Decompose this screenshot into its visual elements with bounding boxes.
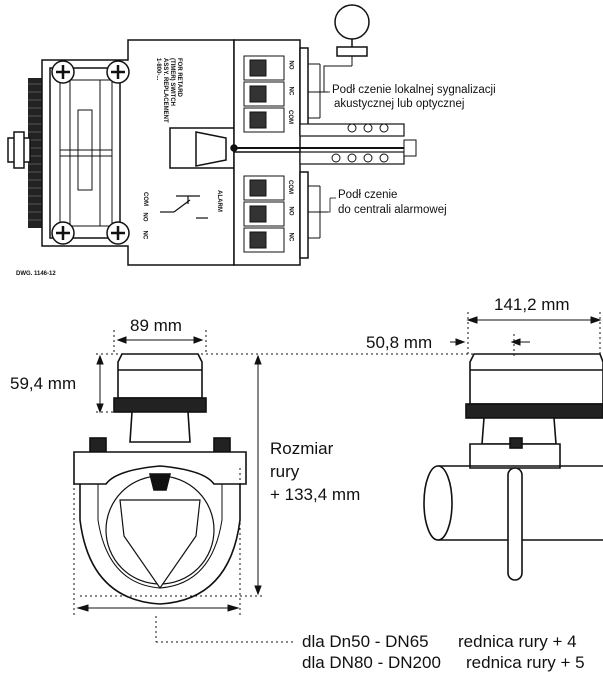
device-label-line4: 1-800-... [155, 58, 161, 81]
terminal-upper-0: NO [287, 60, 294, 70]
drawing-number: DWG. 1146-12 [16, 271, 56, 277]
terminal-lower-1: NO [287, 206, 294, 216]
device-label-line2: (TIMER) SWITCH [169, 58, 175, 106]
switch-symbol [160, 195, 208, 219]
front-dimension-lines [76, 336, 262, 612]
alarm-label: ALARM [215, 190, 222, 212]
switch-terminal-nc: NC [141, 230, 148, 240]
callout-local-signal-line1: Podł czenie lokalnej sygnalizacji [332, 84, 496, 96]
device-label-line3: ASSY. REPLACEMENT [162, 58, 168, 123]
callout-local-signal-line2: akustycznej lub optycznej [334, 98, 465, 110]
callout-alarm-panel-line1: Podł czenie [338, 189, 398, 201]
device-label-line1: FOR RETARD [176, 58, 182, 97]
callout-alarm-panel-line2: do centrali alarmowej [338, 204, 447, 216]
dim-side-total: 141,2 mm [494, 295, 570, 314]
dim-pipe-height-line3: + 133,4 mm [270, 485, 361, 504]
switch-terminal-com: COM [142, 192, 148, 206]
side-view-device [423, 353, 603, 581]
side-dimension-lines [450, 316, 602, 346]
gear-teeth [28, 83, 42, 221]
terminal-lower-2: NC [287, 232, 294, 242]
dim-width-front: 89 mm [130, 316, 182, 335]
footnote-range-1: dla Dn50 - DN65 [302, 632, 429, 651]
terminal-upper-1: NC [287, 86, 294, 96]
dim-side-offset: 50,8 mm [366, 333, 433, 352]
top-view-device [7, 39, 417, 266]
device-label: FOR RETARD (TIMER) SWITCH ASSY. REPLACEM… [155, 58, 182, 158]
bell-icon [323, 4, 370, 92]
dim-pipe-height-line2: rury [270, 462, 300, 481]
footnote-range-2: dla DN80 - DN200 [302, 653, 441, 672]
screw-icon [51, 60, 130, 245]
terminal-lower-0: COM [287, 180, 293, 194]
footnote-text-2: rednica rury + 5 [466, 653, 585, 672]
switch-terminal-no: NO [141, 212, 148, 222]
footnote-text-1: rednica rury + 4 [458, 632, 577, 651]
front-view-device [73, 353, 247, 605]
dim-pipe-height-line1: Rozmiar [270, 439, 334, 458]
terminal-upper-2: COM [287, 110, 293, 124]
dim-height-cover: 59,4 mm [10, 374, 77, 393]
